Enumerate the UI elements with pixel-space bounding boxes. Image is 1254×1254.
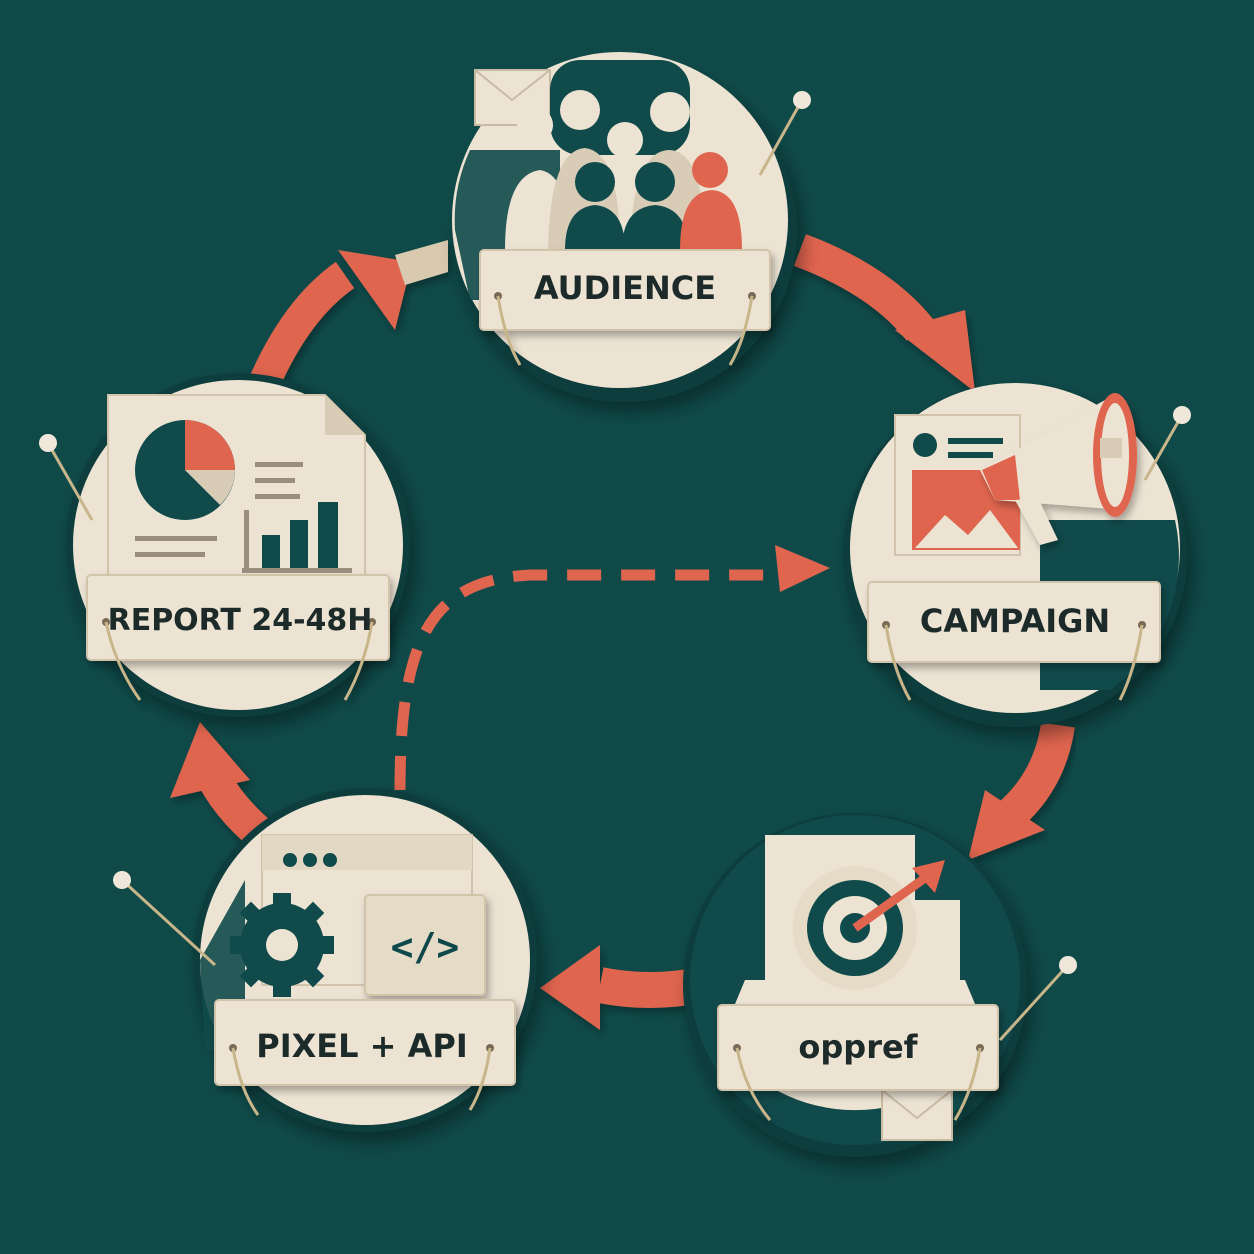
envelope-icon — [881, 1089, 953, 1141]
code-window-icon: </> — [364, 894, 486, 996]
arrow-oppref-to-pixel — [540, 945, 704, 1030]
svg-text:</>: </> — [391, 925, 460, 969]
target-icon — [765, 835, 960, 1010]
oppref-label-card: oppref — [717, 1004, 999, 1121]
pin-icon — [758, 91, 811, 176]
gear-icon — [230, 893, 334, 997]
audience-label: AUDIENCE — [534, 269, 716, 307]
node-audience[interactable]: AUDIENCE — [452, 52, 811, 402]
node-report[interactable]: REPORT 24-48H — [39, 373, 410, 717]
node-campaign[interactable]: CAMPAIGN — [843, 383, 1191, 727]
megaphone-icon — [980, 393, 1137, 545]
audience-label-card: AUDIENCE — [479, 249, 771, 366]
arrow-pixel-to-report — [170, 722, 276, 852]
pixel-api-label: PIXEL + API — [256, 1027, 468, 1065]
report-label-card: REPORT 24-48H — [86, 574, 390, 701]
pin-icon — [39, 434, 94, 521]
arrow-audience-to-campaign — [793, 234, 975, 392]
pin-icon — [113, 871, 217, 967]
pin-icon — [998, 956, 1077, 1042]
oppref-label: oppref — [798, 1028, 918, 1066]
arrow-campaign-to-oppref — [968, 722, 1075, 860]
report-chart-icon — [107, 394, 366, 591]
pixel-api-label-card: PIXEL + API — [214, 999, 516, 1116]
campaign-label-card: CAMPAIGN — [867, 581, 1161, 701]
node-oppref[interactable]: oppref — [683, 813, 1077, 1157]
arrow-report-to-audience — [247, 240, 448, 395]
report-label: REPORT 24-48H — [108, 603, 373, 638]
people-group-icon — [505, 60, 742, 250]
node-pixel-api[interactable]: </> PIXEL + API — [113, 788, 537, 1132]
dashed-link-pixel-to-campaign — [394, 545, 830, 791]
campaign-label: CAMPAIGN — [920, 602, 1110, 640]
pin-icon — [1143, 406, 1191, 481]
